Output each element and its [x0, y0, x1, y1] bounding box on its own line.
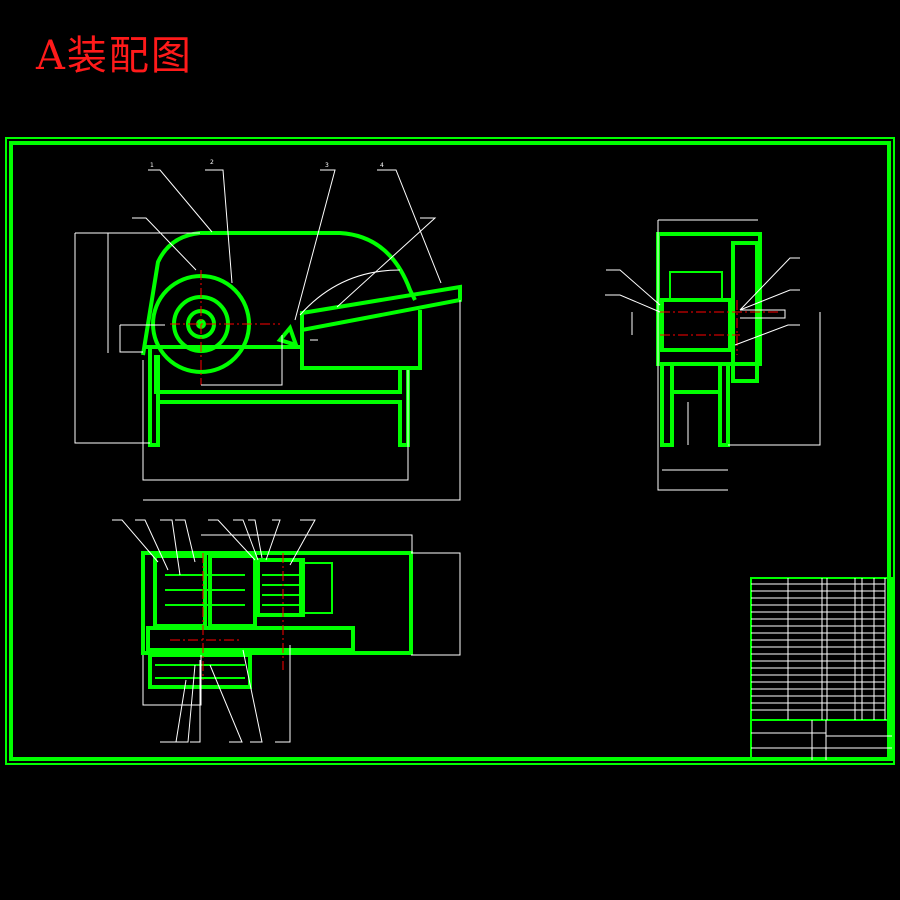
side-view — [605, 219, 821, 491]
balloon-1: 1 — [150, 162, 154, 169]
balloon-4: 4 — [380, 162, 384, 169]
leader-3 — [294, 169, 336, 321]
parts-list — [750, 577, 893, 761]
balloon-3: 3 — [325, 162, 329, 169]
section-view — [112, 519, 461, 743]
leader-4 — [377, 169, 442, 284]
outer-frame — [5, 137, 895, 765]
leader-1 — [148, 169, 213, 233]
front-view: 1 2 3 4 — [74, 159, 462, 501]
balloon-2: 2 — [210, 159, 214, 166]
drawing-title: A装配图 — [36, 33, 193, 79]
leader-2 — [205, 169, 233, 284]
inner-frame — [9, 141, 891, 761]
